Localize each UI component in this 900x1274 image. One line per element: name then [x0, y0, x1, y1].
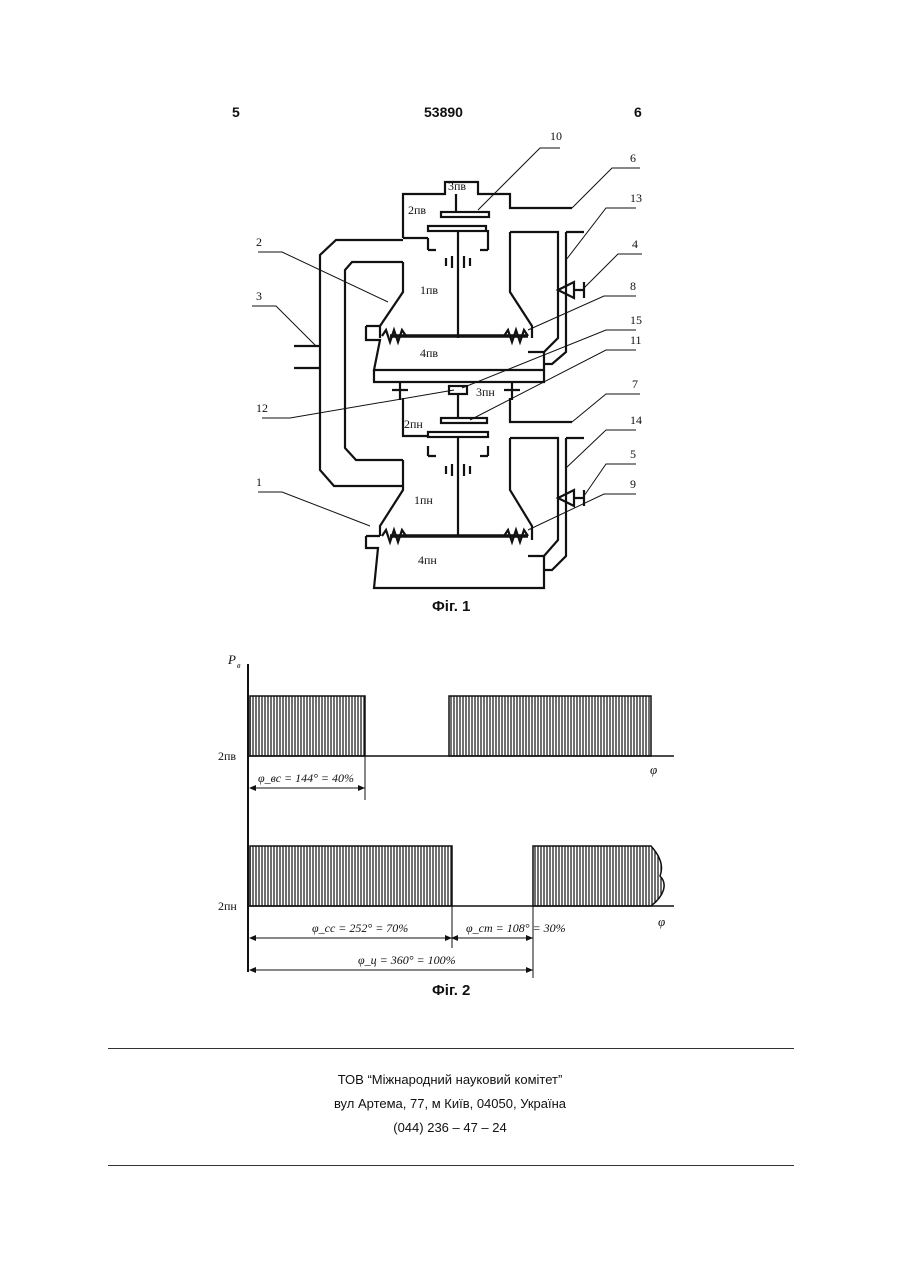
pulse-upper-1 [250, 696, 365, 756]
footer-org: ТОВ “Міжнародний науковий комітет” [0, 1072, 900, 1087]
phi-label-upper: φ [650, 762, 657, 777]
dim-upper: φ_вс = 144° = 40% [258, 771, 354, 785]
pulse-lower-1 [250, 846, 452, 906]
y-axis-subscript: в [237, 661, 241, 670]
y-axis-label: P [227, 652, 236, 667]
figure-2-caption: Фіг. 2 [432, 982, 470, 999]
footer-phone: (044) 236 – 47 – 24 [0, 1120, 900, 1135]
row-upper-label: 2пв [218, 749, 236, 763]
pulse-upper-2 [449, 696, 651, 756]
pulse-lower-2 [533, 846, 664, 906]
footer-address: вул Артема, 77, м Київ, 04050, Україна [0, 1096, 900, 1111]
dim-lower-left: φ_сс = 252° = 70% [312, 921, 408, 935]
dim-lower-right: φ_ст = 108° = 30% [466, 921, 566, 935]
footer-rule-top [108, 1048, 794, 1049]
phi-label-lower: φ [658, 914, 665, 929]
footer-rule-bottom [108, 1165, 794, 1166]
row-lower-label: 2пн [218, 899, 237, 913]
dim-total: φ_ц = 360° = 100% [358, 953, 456, 967]
